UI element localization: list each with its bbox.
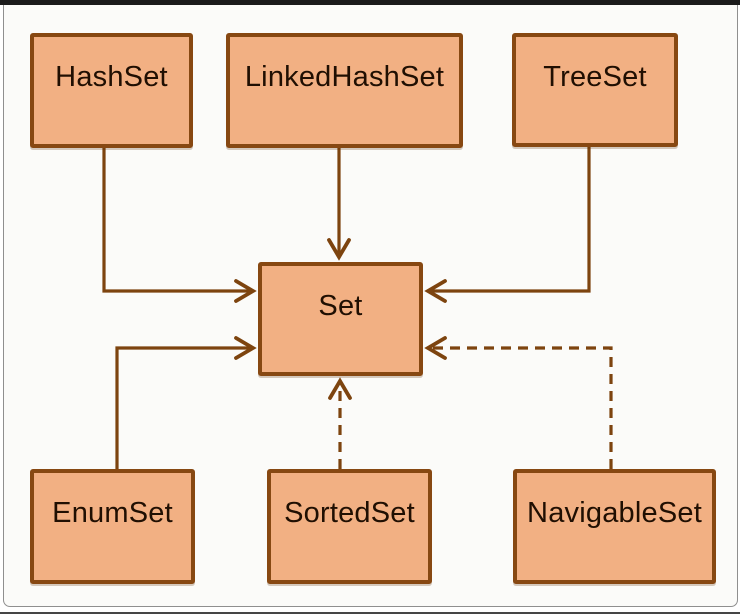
node-enumset: EnumSet xyxy=(30,469,195,584)
node-sortedset: SortedSet xyxy=(267,469,432,584)
node-treeset: TreeSet xyxy=(512,33,678,147)
node-linkedhashset: LinkedHashSet xyxy=(226,33,463,148)
node-navigableset: NavigableSet xyxy=(513,469,716,584)
frame-bottom-bar xyxy=(0,612,740,614)
node-label-treeset: TreeSet xyxy=(543,60,647,93)
node-hashset: HashSet xyxy=(30,33,193,148)
node-label-sortedset: SortedSet xyxy=(284,497,415,529)
frame-top-bar xyxy=(0,0,740,5)
node-label-navigableset: NavigableSet xyxy=(527,497,702,529)
node-label-hashset: HashSet xyxy=(55,61,168,93)
node-set: Set xyxy=(258,262,423,376)
node-label-set: Set xyxy=(318,289,363,322)
node-label-linkedhashset: LinkedHashSet xyxy=(244,61,445,93)
node-label-enumset: EnumSet xyxy=(52,497,173,529)
